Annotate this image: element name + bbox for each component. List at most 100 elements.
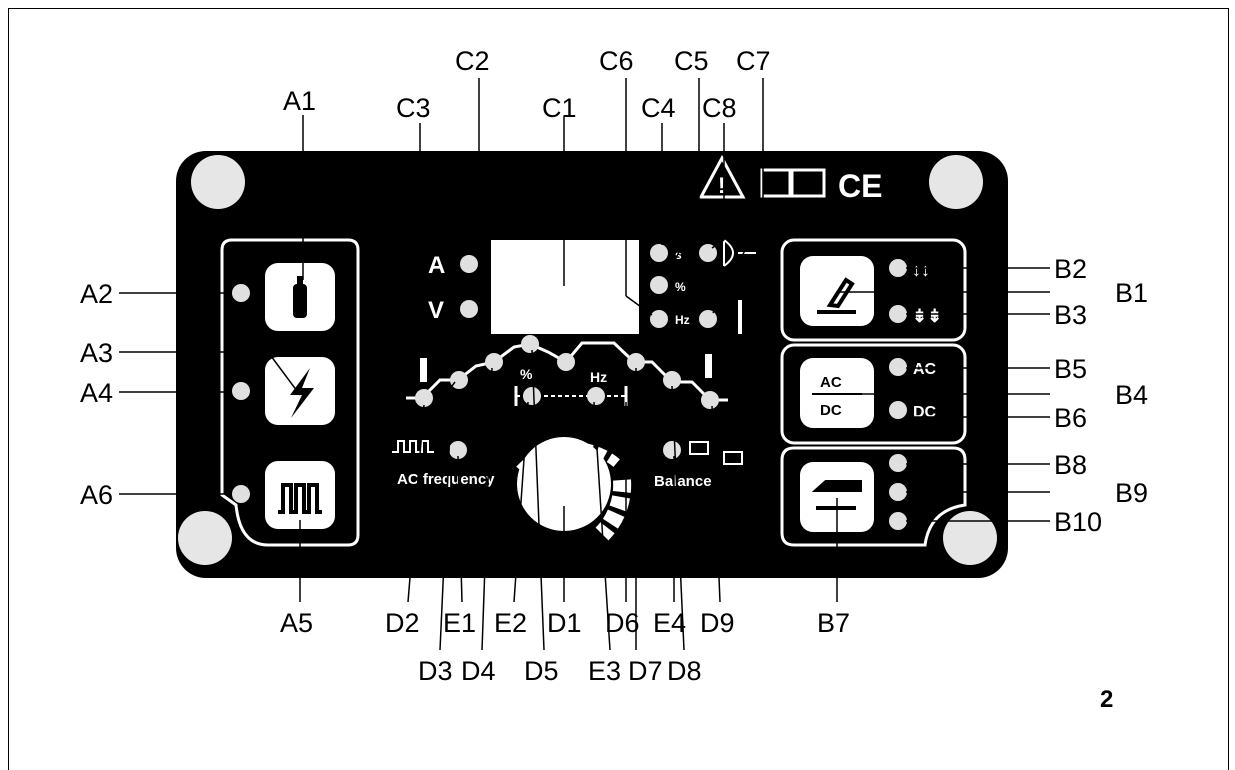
callout-b1: B1 (1115, 278, 1148, 308)
callout-d2: D2 (385, 608, 420, 638)
callout-b4: B4 (1115, 380, 1148, 410)
led-volt (460, 300, 478, 318)
callout-d1: D1 (547, 608, 582, 638)
figure-frame (8, 8, 1229, 770)
left-group-outline (220, 238, 360, 547)
led-d7 (627, 353, 645, 371)
led-d2 (415, 389, 433, 407)
led-c7 (699, 310, 717, 328)
callout-b2: B2 (1054, 254, 1087, 284)
callout-b10: B10 (1054, 507, 1102, 537)
mount-hole-bottom-right (943, 511, 997, 565)
program-button[interactable] (800, 462, 874, 532)
callout-a6: A6 (80, 480, 113, 510)
mount-hole-top-left (191, 155, 245, 209)
callout-c3: C3 (396, 93, 431, 123)
callout-a2: A2 (80, 279, 113, 309)
svg-text:!: ! (718, 173, 725, 198)
figure-number: 2 (1100, 686, 1113, 713)
pulse-wave-icon (278, 483, 322, 514)
callout-a4: A4 (80, 378, 113, 408)
callout-c5: C5 (674, 46, 709, 76)
led-e2 (523, 387, 541, 405)
svg-text:⇟⇟: ⇟⇟ (912, 306, 942, 326)
led-b2 (889, 259, 907, 277)
callout-a1: A1 (283, 86, 316, 116)
warning-icon (698, 154, 746, 199)
callout-d8: D8 (667, 656, 702, 686)
volt-unit: V (428, 297, 444, 324)
leader-lines (119, 78, 1050, 651)
gas-icon-left (420, 358, 427, 382)
callout-c4: C4 (641, 93, 676, 123)
right-group-bottom-outline (780, 446, 967, 547)
ac-frequency-icon (392, 440, 434, 453)
callout-b5: B5 (1054, 354, 1087, 384)
ac-dc-button-bottom: DC (820, 402, 842, 419)
program-icon (811, 480, 862, 510)
led-a4 (232, 382, 250, 400)
svg-text:↕↕: ↕↕ (912, 260, 930, 280)
callout-b8: B8 (1054, 450, 1087, 480)
callout-a5: A5 (280, 608, 313, 638)
callout-c1: C1 (542, 93, 577, 123)
callout-e1: E1 (443, 608, 476, 638)
led-d9 (701, 391, 719, 409)
led-b9 (889, 483, 907, 501)
callout-d4: D4 (461, 656, 496, 686)
ac-dc-button-top: AC (820, 374, 842, 391)
pulse-button[interactable] (265, 461, 335, 529)
ac-frequency-label: AC frequency (397, 471, 495, 488)
led-d8 (663, 371, 681, 389)
callout-b7: B7 (817, 608, 850, 638)
led-b5 (889, 358, 907, 376)
led-d5 (521, 335, 539, 353)
digital-display (491, 240, 639, 334)
main-control-knob[interactable] (517, 437, 611, 531)
led-b8 (889, 454, 907, 472)
led-d3 (450, 371, 468, 389)
callout-e2: E2 (494, 608, 527, 638)
callout-b9: B9 (1115, 478, 1148, 508)
callout-d3: D3 (418, 656, 453, 686)
led-e1 (449, 441, 467, 459)
gas-bottle-icon (293, 284, 307, 318)
callout-c2: C2 (455, 46, 490, 76)
b6-text: DC (913, 404, 937, 421)
lightning-icon (290, 368, 314, 418)
percent-unit: % (675, 280, 686, 294)
manual-icon (760, 168, 826, 198)
mount-hole-bottom-left (178, 511, 232, 565)
led-a6 (232, 485, 250, 503)
b5-text: AC (913, 361, 937, 378)
led-b6 (889, 401, 907, 419)
right-group-top-outline (780, 238, 967, 342)
callout-d5: D5 (524, 656, 559, 686)
ce-mark: CE (838, 168, 882, 204)
thermometer-icon (738, 300, 742, 334)
balance-label: Balance (654, 473, 712, 490)
led-e3 (587, 387, 605, 405)
gas-icon-right (705, 354, 712, 378)
callout-d7: D7 (628, 656, 663, 686)
led-percent (650, 276, 668, 294)
led-d6 (557, 353, 575, 371)
callout-d9: D9 (700, 608, 735, 638)
balance-minus-icon (723, 451, 743, 465)
led-b10 (889, 512, 907, 530)
callout-e3: E3 (588, 656, 621, 686)
callout-a3: A3 (80, 338, 113, 368)
callout-d6: D6 (605, 608, 640, 638)
led-hertz (650, 310, 668, 328)
torch-icon (817, 277, 856, 314)
knob-hertz-mark: Hz (590, 369, 607, 385)
callout-c7: C7 (736, 46, 771, 76)
knob-percent-mark: % (520, 366, 533, 382)
led-e4 (663, 441, 681, 459)
overcurrent-icon (723, 239, 756, 267)
callout-e4: E4 (653, 608, 686, 638)
panel-body (176, 151, 1008, 578)
led-b3 (889, 305, 907, 323)
hertz-unit: Hz (675, 313, 690, 327)
